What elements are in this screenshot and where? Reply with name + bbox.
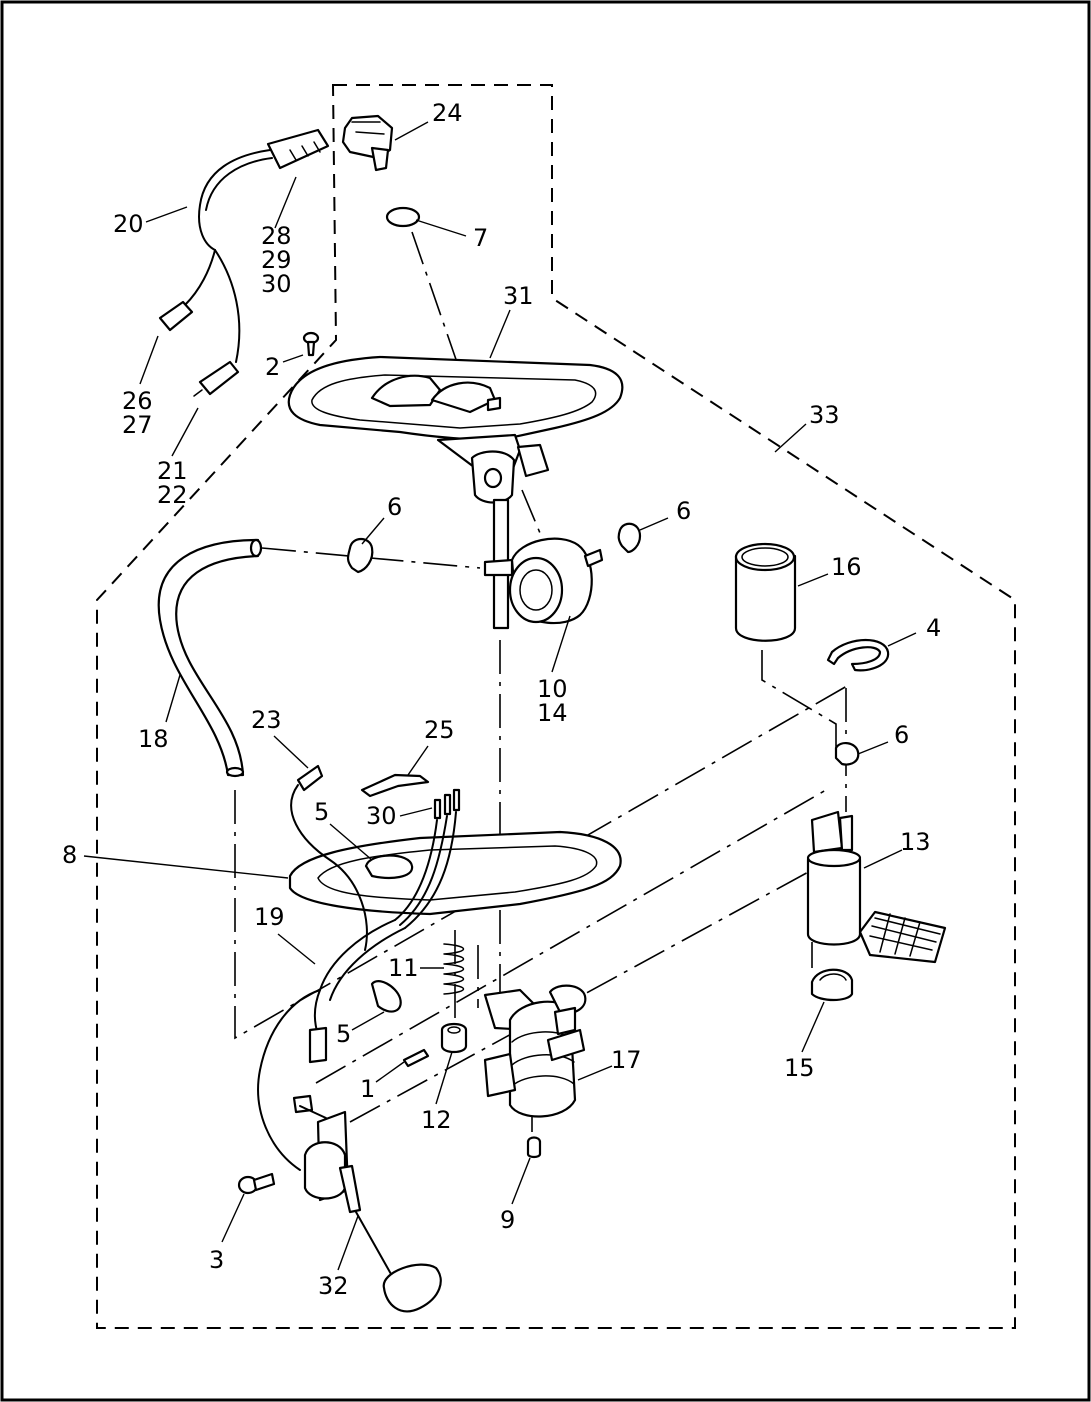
callout-32: 32 — [318, 1272, 349, 1300]
spring-part-11 — [443, 943, 465, 995]
pump-bracket-part-17 — [483, 984, 587, 1118]
callout-30-top: 30 — [261, 270, 292, 298]
screw-part-3 — [237, 1172, 276, 1195]
callout-25: 25 — [424, 716, 455, 744]
callout-17: 17 — [611, 1046, 642, 1074]
sleeve-part-16 — [734, 542, 797, 642]
callout-26: 26 — [122, 387, 153, 415]
clamp-part-6-lower — [834, 742, 860, 766]
retainer-part-15 — [810, 968, 854, 1002]
callout-33: 33 — [809, 401, 840, 429]
callout-5-upper: 5 — [314, 798, 329, 826]
callout-22: 22 — [157, 481, 188, 509]
callout-5-lower: 5 — [336, 1020, 351, 1048]
callout-7: 7 — [473, 224, 488, 252]
callout-31: 31 — [503, 282, 534, 310]
band-clamp-part-4 — [826, 639, 890, 672]
callout-15: 15 — [784, 1054, 815, 1082]
callout-19: 19 — [254, 903, 285, 931]
fuel-level-sender-part-32 — [303, 1110, 442, 1313]
leader-lines — [83, 121, 917, 1271]
callout-2: 2 — [265, 353, 280, 381]
callout-28: 28 — [261, 222, 292, 250]
connector-part-24 — [341, 114, 394, 172]
callout-6-lower: 6 — [894, 721, 909, 749]
callout-27: 27 — [122, 411, 153, 439]
fuel-pump-part-13 — [806, 810, 862, 946]
callout-3: 3 — [209, 1246, 224, 1274]
callout-20: 20 — [113, 210, 144, 238]
callout-9: 9 — [500, 1206, 515, 1234]
callout-6-left: 6 — [387, 493, 402, 521]
plug-part-9 — [526, 1136, 542, 1159]
callout-30-lower: 30 — [366, 802, 397, 830]
callout-6-right: 6 — [676, 497, 691, 525]
gasket-part-8 — [288, 830, 622, 916]
fuel-filter-part-10 — [508, 537, 604, 625]
wire-harness-part-20 — [158, 128, 330, 397]
strainer-part-13 — [858, 910, 947, 964]
clamp-part-6-left — [346, 537, 374, 574]
fuel-hose-part-18 — [157, 538, 263, 778]
clamp-part-5-lower — [370, 980, 402, 1013]
callout-numbers: 24 7 20 28 29 30 31 2 26 27 21 22 33 6 6… — [62, 99, 941, 1300]
callout-12: 12 — [421, 1106, 452, 1134]
callout-1: 1 — [360, 1075, 375, 1103]
top-plate-part-31 — [287, 355, 624, 630]
callout-29: 29 — [261, 246, 292, 274]
callout-11: 11 — [388, 954, 419, 982]
wiring-parts-19-23-25-30 — [257, 764, 461, 1171]
callout-18: 18 — [138, 725, 169, 753]
clamp-part-6-right — [617, 522, 642, 554]
callout-23: 23 — [251, 706, 282, 734]
pin-part-1 — [402, 1048, 430, 1068]
callout-16: 16 — [831, 553, 862, 581]
callout-4: 4 — [926, 614, 941, 642]
callout-21: 21 — [157, 457, 188, 485]
cup-part-12 — [440, 1022, 468, 1054]
assembly-boundary — [96, 84, 1016, 1329]
callout-10: 10 — [537, 675, 568, 703]
o-ring-part-7 — [385, 206, 421, 228]
callout-14: 14 — [537, 699, 568, 727]
clamp-part-5-upper — [364, 854, 414, 879]
callout-8: 8 — [62, 841, 77, 869]
callout-13: 13 — [900, 828, 931, 856]
callout-24: 24 — [432, 99, 463, 127]
screw-part-2 — [302, 331, 320, 357]
